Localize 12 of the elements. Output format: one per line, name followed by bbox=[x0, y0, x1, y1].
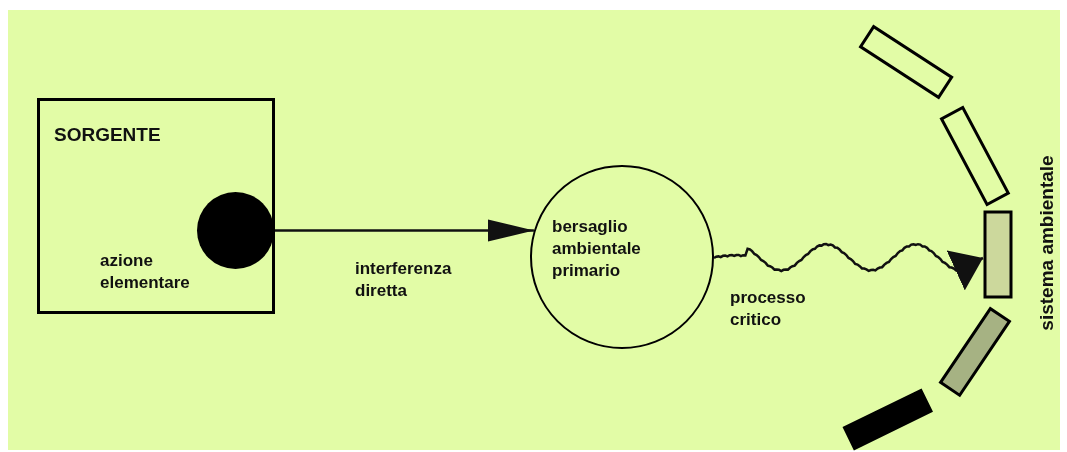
edge-label: processo critico bbox=[730, 287, 807, 331]
edge-label: interferenza diretta bbox=[355, 258, 453, 302]
system-bar bbox=[856, 23, 956, 101]
node-label: bersaglio ambientale primario bbox=[551, 216, 642, 282]
node-caption: azione elementare bbox=[100, 250, 191, 294]
source-box bbox=[37, 98, 275, 314]
vertical-label: sistema ambientale bbox=[1036, 154, 1058, 333]
wavy-arrow bbox=[713, 242, 984, 291]
system-bar bbox=[981, 208, 1014, 300]
box-title: SORGENTE bbox=[54, 123, 161, 147]
system-bar bbox=[938, 104, 1012, 208]
arrow bbox=[274, 219, 534, 242]
